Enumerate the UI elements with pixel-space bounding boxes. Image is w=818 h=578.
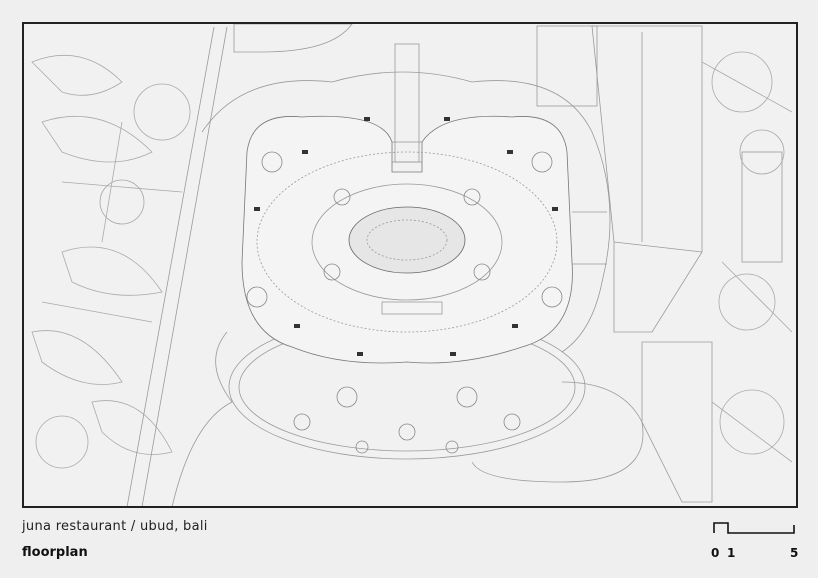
roof-buildings-right bbox=[536, 25, 783, 503]
floorplan-drawing bbox=[31, 24, 793, 506]
side-walkways bbox=[572, 211, 607, 265]
bar-counter bbox=[381, 301, 443, 315]
inner-ring bbox=[311, 183, 503, 301]
central-pool bbox=[348, 206, 466, 274]
path-edge bbox=[126, 26, 228, 506]
vegetation-left bbox=[31, 54, 191, 469]
drawing-subtitle: floorplan bbox=[22, 545, 88, 560]
drawing-title: juna restaurant / ubud, bali bbox=[22, 519, 208, 534]
garden-path bbox=[171, 331, 233, 506]
building-top-left bbox=[233, 24, 353, 53]
vegetation-right bbox=[701, 51, 793, 463]
scale-label-1: 1 bbox=[727, 546, 736, 560]
scale-label-0: 0 bbox=[711, 546, 720, 560]
floorplan-drawing-frame bbox=[22, 22, 798, 508]
pond-lower bbox=[471, 381, 644, 483]
chairs bbox=[254, 117, 558, 356]
scale-bar bbox=[713, 522, 795, 534]
tables bbox=[246, 151, 563, 454]
pond-edge bbox=[201, 71, 611, 353]
dining-ring bbox=[256, 151, 558, 333]
scale-label-5: 5 bbox=[790, 546, 799, 560]
